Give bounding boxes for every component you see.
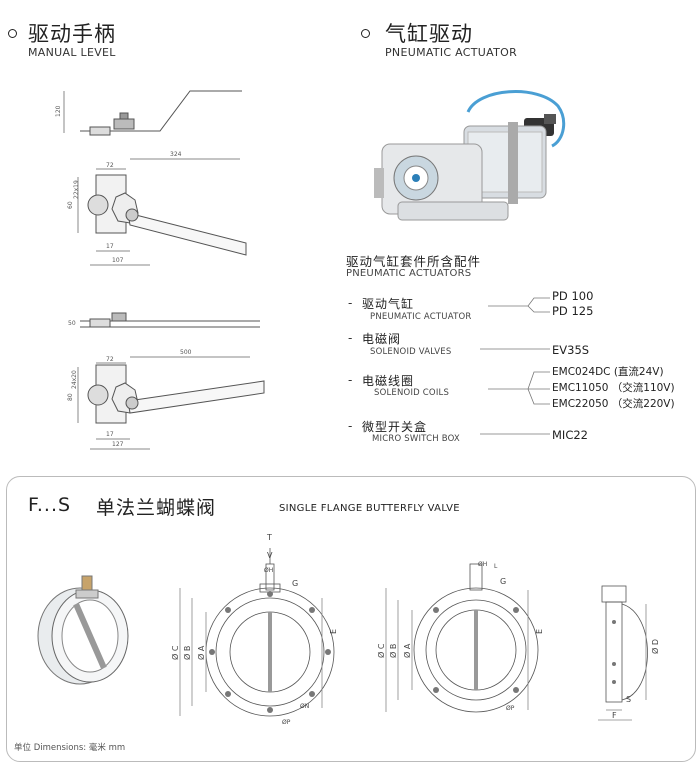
butterfly-valve-panel bbox=[6, 476, 696, 762]
bullet-icon bbox=[361, 29, 370, 38]
accessory-en-solenoid-valves: SOLENOID VALVES bbox=[370, 347, 452, 357]
valve-title-en: SINGLE FLANGE BUTTERFLY VALVE bbox=[279, 503, 460, 514]
dash-marker: - bbox=[348, 296, 353, 310]
label-OP-b: ØP bbox=[506, 705, 515, 712]
label-OH-b: ØH bbox=[478, 561, 487, 568]
dim-500: 500 bbox=[180, 349, 192, 356]
dim-324: 324 bbox=[170, 151, 182, 158]
code-ev35s: EV35S bbox=[552, 343, 590, 357]
label-V: V bbox=[267, 551, 273, 560]
dim-17: 17 bbox=[106, 243, 114, 250]
code-emc22050: EMC22050 （交流220V) bbox=[552, 398, 675, 410]
label-OA: Ø A bbox=[196, 645, 206, 660]
dim-72b: 72 bbox=[106, 356, 114, 363]
dim-120: 120 bbox=[55, 105, 62, 117]
accessory-cn-solenoid-valves: 电磁阀 bbox=[362, 332, 402, 346]
valve-3d-image bbox=[37, 575, 129, 685]
label-OC: Ø C bbox=[170, 645, 180, 660]
dim-17b: 17 bbox=[106, 431, 114, 438]
dim-22x19: 22x19 bbox=[73, 180, 80, 199]
manual-title-cn: 驱动手柄 bbox=[28, 22, 116, 46]
dash-marker: - bbox=[348, 331, 353, 345]
code-mic22: MIC22 bbox=[552, 428, 588, 442]
dimensions-footnote: 单位 Dimensions: 毫米 mm bbox=[14, 743, 126, 753]
dim-107: 107 bbox=[112, 257, 124, 264]
accessory-connector-lines bbox=[480, 297, 550, 435]
label-OP: ØP bbox=[282, 719, 291, 726]
code-emc11050: EMC11050 （交流110V) bbox=[552, 382, 675, 394]
pneumatic-title-cn: 气缸驱动 bbox=[385, 22, 473, 46]
code-pd100: PD 100 bbox=[552, 289, 594, 303]
label-OC-b: Ø C bbox=[376, 643, 386, 658]
manual-title-en: MANUAL LEVEL bbox=[28, 46, 116, 59]
label-G: G bbox=[292, 579, 298, 588]
dim-24x20: 24x20 bbox=[71, 370, 78, 389]
pneumatic-actuator-image bbox=[374, 90, 566, 221]
bullet-icon bbox=[8, 29, 17, 38]
accessories-title-en: PNEUMATIC ACTUATORS bbox=[346, 268, 472, 279]
label-E-b: E bbox=[535, 629, 544, 634]
accessory-cn-solenoid-coils: 电磁线圈 bbox=[362, 374, 415, 388]
accessory-cn-micro-switch: 微型开关盒 bbox=[362, 420, 428, 434]
valve-front-view-b: ØH L G Ø C Ø B Ø A E ØP bbox=[376, 561, 544, 713]
pneumatic-title-en: PNEUMATIC ACTUATOR bbox=[385, 46, 518, 59]
label-OA-b: Ø A bbox=[402, 643, 412, 658]
label-T: T bbox=[266, 533, 272, 542]
label-OH: ØH bbox=[264, 567, 273, 574]
dim-50: 50 bbox=[68, 320, 76, 327]
label-S: S bbox=[626, 695, 631, 704]
accessory-cn-actuator: 驱动气缸 bbox=[362, 297, 415, 311]
accessory-en-micro-switch: MICRO SWITCH BOX bbox=[372, 434, 460, 444]
accessory-en-solenoid-coils: SOLENOID COILS bbox=[374, 388, 450, 398]
label-E: E bbox=[329, 629, 338, 634]
accessory-en-actuator: PNEUMATIC ACTUATOR bbox=[370, 312, 472, 322]
valve-side-view: Ø D S F bbox=[598, 585, 660, 721]
dim-60: 60 bbox=[67, 201, 74, 209]
code-pd125: PD 125 bbox=[552, 304, 594, 318]
code-emc024dc: EMC024DC (直流24V) bbox=[552, 366, 664, 378]
dim-127: 127 bbox=[112, 441, 124, 448]
valve-title-cn: 单法兰蝴蝶阀 bbox=[96, 497, 217, 519]
accessories-title-cn: 驱动气缸套件所含配件 bbox=[346, 254, 482, 269]
dash-marker: - bbox=[348, 419, 353, 433]
dim-80: 80 bbox=[67, 393, 74, 401]
label-OD: Ø D bbox=[650, 639, 660, 654]
valve-code: F...S bbox=[28, 494, 72, 516]
label-ON: ØN bbox=[300, 703, 309, 710]
dim-72: 72 bbox=[106, 162, 114, 169]
valve-front-view-a: T V ØH G Ø C Ø B Ø A E ØP ØN bbox=[170, 533, 338, 726]
manual-handle-drawing: 120 324 72 22x19 60 17 107 50 500 72 24x… bbox=[55, 90, 265, 450]
label-G-b: G bbox=[500, 577, 506, 586]
label-F: F bbox=[612, 711, 617, 720]
label-L: L bbox=[494, 563, 498, 570]
label-OB-b: Ø B bbox=[388, 644, 398, 658]
label-OB: Ø B bbox=[182, 646, 192, 660]
dash-marker: - bbox=[348, 373, 353, 387]
